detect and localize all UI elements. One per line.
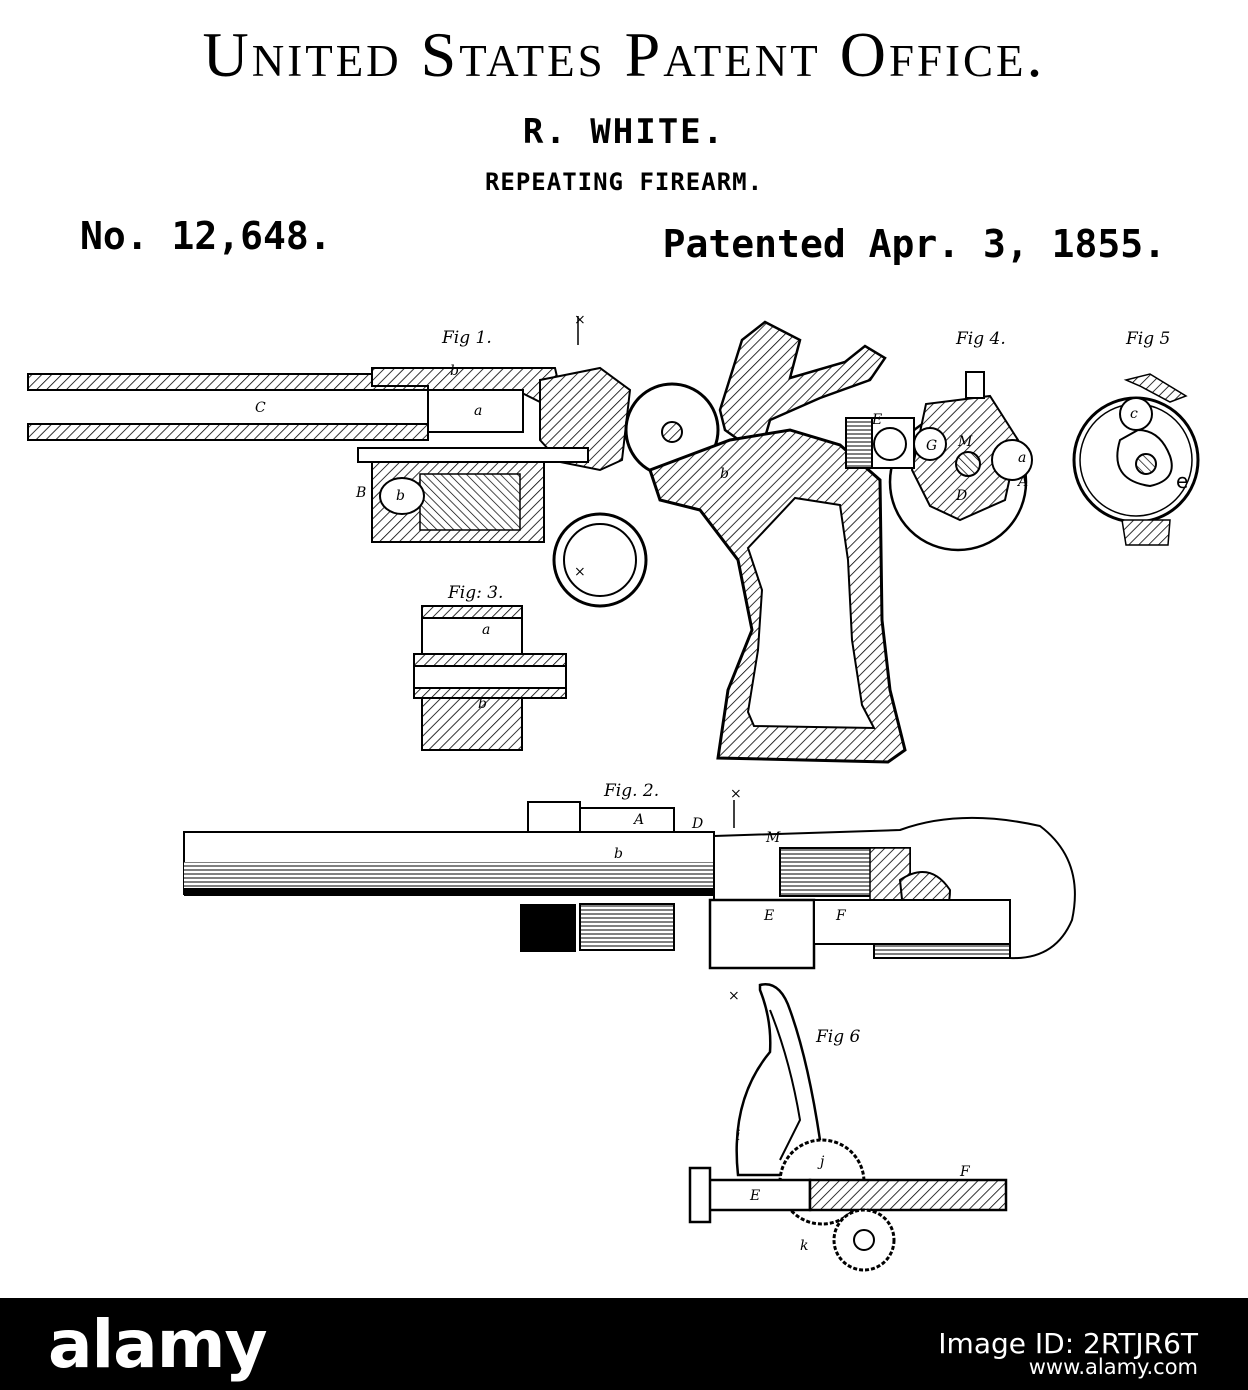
fig4-letter-D: D — [955, 488, 967, 504]
fig4-label: Fig 4. — [955, 329, 1006, 349]
fig1-letter-B: B — [355, 485, 366, 501]
svg-text:×: × — [574, 564, 586, 580]
figure-6: Fig 6 × i j E F k — [690, 984, 1006, 1270]
fig4-letter-E: E — [871, 412, 882, 428]
fig5-letter-c: c — [1130, 406, 1138, 422]
figure-2: Fig. 2. × A D b M E F — [184, 781, 1075, 968]
fig1-letter-b3: b — [720, 466, 729, 482]
fig2-letter-F: F — [835, 908, 847, 924]
fig6-letter-i: i — [736, 1128, 740, 1144]
svg-text:×: × — [728, 988, 740, 1004]
patent-drawing: Fig 1. C b a B b b × × — [0, 300, 1248, 1295]
svg-text:×: × — [730, 786, 742, 802]
fig5-letter-e: e — [1176, 469, 1188, 493]
fig1-letter-b2: b — [396, 488, 405, 504]
fig6-letter-k: k — [800, 1238, 808, 1254]
figure-3: Fig: 3. a b — [414, 583, 566, 750]
patent-date: Patented Apr. 3, 1855. — [663, 222, 1166, 266]
fig2-letter-D: D — [691, 816, 703, 832]
fig4-letter-G: G — [926, 438, 937, 454]
office-heading: United States Patent Office. — [0, 18, 1248, 92]
fig6-letter-E: E — [749, 1188, 760, 1204]
fig3-letter-a: a — [482, 622, 490, 638]
fig6-letter-F: F — [959, 1164, 971, 1180]
invention-title: REPEATING FIREARM. — [0, 168, 1248, 196]
alamy-logo: alamy — [48, 1306, 267, 1383]
fig6-label: Fig 6 — [815, 1027, 861, 1047]
fig2-letter-b: b — [614, 846, 623, 862]
fig2-label: Fig. 2. — [603, 781, 659, 801]
fig2-letter-M: M — [765, 830, 781, 846]
fig1-letter-c: C — [255, 400, 266, 416]
fig3-label: Fig: 3. — [447, 583, 503, 603]
fig4-letter-a: a — [1018, 450, 1026, 466]
fig4-letter-A: A — [1016, 474, 1028, 490]
fig1-letter-a: a — [474, 403, 482, 419]
inventor-name: R. WHITE. — [0, 112, 1248, 152]
fig1-label: Fig 1. — [441, 328, 492, 348]
fig1-letter-b: b — [450, 363, 459, 379]
fig2-letter-E: E — [763, 908, 774, 924]
fig4-letter-M: M — [957, 434, 973, 450]
svg-text:×: × — [574, 312, 586, 328]
alamy-url: www.alamy.com — [1029, 1355, 1198, 1379]
figure-5: Fig 5 c e — [1074, 329, 1198, 545]
fig5-label: Fig 5 — [1125, 329, 1170, 349]
patent-number: No. 12,648. — [80, 214, 332, 258]
fig2-letter-A: A — [632, 812, 644, 828]
fig3-letter-b: b — [478, 696, 487, 712]
